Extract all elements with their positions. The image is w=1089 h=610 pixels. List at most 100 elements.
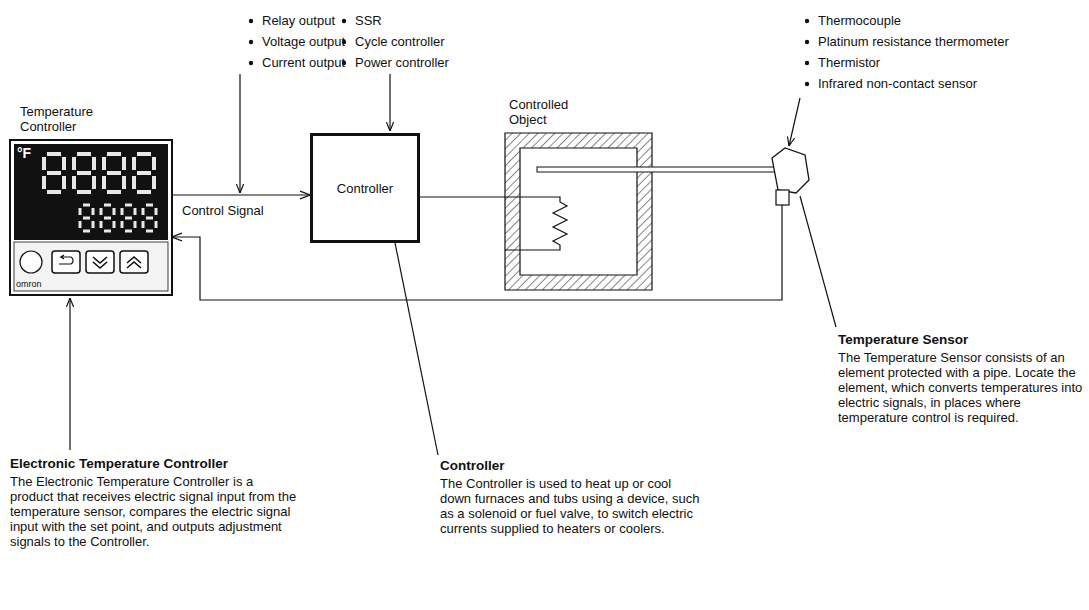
segment xyxy=(62,176,66,189)
segment xyxy=(113,221,116,228)
segment xyxy=(79,208,82,215)
device-label: Temperature Controller xyxy=(20,104,120,134)
digit xyxy=(101,205,114,231)
bullet-dot xyxy=(342,19,346,23)
segment xyxy=(121,208,124,215)
callout-heading: Temperature Sensor xyxy=(838,332,1083,347)
segment xyxy=(146,204,153,207)
connector-arrow xyxy=(420,196,505,197)
segment xyxy=(125,217,132,220)
segment xyxy=(107,152,121,156)
segment xyxy=(77,171,91,175)
controller-panel xyxy=(10,140,172,295)
mode-key-symbol xyxy=(59,255,73,264)
process-box: Controller xyxy=(310,133,420,243)
bullet-dot xyxy=(805,61,809,65)
segment xyxy=(102,176,106,189)
signal-label: Control Signal xyxy=(182,203,292,218)
digit xyxy=(44,154,64,192)
segment xyxy=(47,171,61,175)
digit xyxy=(74,154,94,192)
leader-arrow xyxy=(239,74,240,193)
leader-arrow xyxy=(389,74,390,131)
segment xyxy=(104,230,111,233)
seven-segment-digits xyxy=(44,154,156,231)
device-outline: Temperature Controller xyxy=(10,140,172,295)
display-window xyxy=(14,144,168,240)
segment xyxy=(100,208,103,215)
segment xyxy=(92,157,96,170)
digit xyxy=(122,205,135,231)
bullet-item: SSR xyxy=(355,13,465,28)
segment xyxy=(122,157,126,170)
segment xyxy=(83,230,90,233)
segment xyxy=(72,176,76,189)
digit xyxy=(134,154,154,192)
segment xyxy=(83,204,90,207)
leader-arrow xyxy=(69,298,70,450)
segment xyxy=(107,171,121,175)
segment xyxy=(102,157,106,170)
segment xyxy=(100,221,103,228)
segment xyxy=(79,221,82,228)
bullet-item: Platinum resistance thermometer xyxy=(818,34,1068,49)
digit xyxy=(143,205,156,231)
device-label: Controlled Object xyxy=(509,97,589,127)
bullet-item: Relay output xyxy=(262,13,352,28)
up-key xyxy=(120,251,148,273)
callout-heading: Controller xyxy=(440,458,700,473)
segment xyxy=(125,230,132,233)
bullet-item: Thermistor xyxy=(818,55,1068,70)
panel-marking: omron xyxy=(16,277,56,292)
segment xyxy=(92,176,96,189)
segment xyxy=(125,204,132,207)
segment xyxy=(146,217,153,220)
segment xyxy=(146,230,153,233)
bullet-dot xyxy=(805,82,809,86)
segment xyxy=(62,157,66,170)
segment xyxy=(47,190,61,194)
segment xyxy=(42,157,46,170)
segment xyxy=(113,208,116,215)
sensor-head xyxy=(772,148,809,193)
leader-arrow xyxy=(789,98,800,146)
bullet-dot xyxy=(249,61,253,65)
bullet-dots xyxy=(249,19,809,86)
device-outline: Controlled Object xyxy=(505,133,652,290)
bullet-dot xyxy=(249,40,253,44)
heater-symbol xyxy=(505,197,567,250)
segment xyxy=(121,221,124,228)
segment xyxy=(92,221,95,228)
segment xyxy=(92,208,95,215)
segment xyxy=(155,221,158,228)
segment xyxy=(134,208,137,215)
sensor-connector xyxy=(776,190,789,205)
segment xyxy=(152,176,156,189)
bullet-item: Current output xyxy=(262,55,352,70)
segment xyxy=(137,171,151,175)
segment xyxy=(132,157,136,170)
down-key xyxy=(86,251,114,273)
callout-text: The Electronic Temperature Controller is… xyxy=(10,474,300,549)
segment xyxy=(107,190,121,194)
segment xyxy=(142,208,145,215)
digit xyxy=(80,205,93,231)
bullet-item: Infrared non-contact sensor xyxy=(818,76,1068,91)
callout-text: The Controller is used to heat up or coo… xyxy=(440,476,702,536)
segment xyxy=(104,204,111,207)
key-panel xyxy=(14,242,168,291)
bullet-dot xyxy=(805,40,809,44)
segment xyxy=(72,157,76,170)
segment xyxy=(42,176,46,189)
bullet-item: Voltage output xyxy=(262,34,352,49)
down-key-symbol xyxy=(93,257,107,268)
segment xyxy=(104,217,111,220)
segment xyxy=(83,217,90,220)
segment xyxy=(152,157,156,170)
mode-key xyxy=(52,251,80,273)
connector-arrow xyxy=(172,205,782,300)
connector-arrow xyxy=(172,194,310,195)
box-label: Controller xyxy=(331,181,399,196)
segment xyxy=(134,221,137,228)
callout-heading: Electronic Temperature Controller xyxy=(10,456,310,471)
